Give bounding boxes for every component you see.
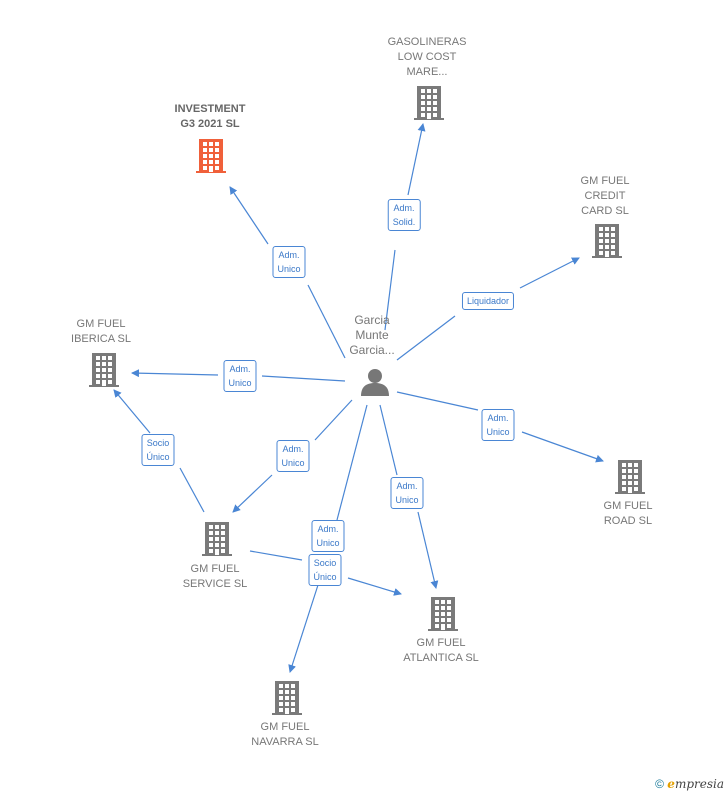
node-label-service[interactable]: GM FUEL SERVICE SL (182, 563, 248, 590)
edge-service-iberica-line (179, 467, 205, 513)
edge-investment-line (307, 284, 346, 359)
edge-service-arrow (232, 474, 273, 513)
person-icon[interactable] (360, 367, 390, 402)
edge-label-gasolineras: Adm. Solid. (387, 199, 421, 231)
edge-service-line (314, 399, 353, 441)
building-icon-navarra[interactable] (271, 680, 303, 721)
building-icon-investment[interactable] (195, 138, 227, 179)
edge-service-iberica-arrow (113, 389, 151, 434)
edge-label-atlantica: Adm. Unico (390, 477, 424, 509)
building-icon-service[interactable] (201, 521, 233, 562)
edge-label-service-iberica: Socio Único (141, 434, 175, 466)
edge-label-road: Adm. Unico (481, 409, 515, 441)
edge-atlantica-arrow (417, 511, 439, 589)
edge-label-investment: Adm. Unico (272, 246, 306, 278)
node-label-investment[interactable]: INVESTMENT G3 2021 SL (174, 103, 246, 130)
edge-road-line (396, 391, 479, 411)
brand-logo: empresia (667, 777, 724, 791)
node-label-navarra[interactable]: GM FUEL NAVARRA SL (251, 721, 319, 748)
node-label-road[interactable]: GM FUEL ROAD SL (603, 500, 653, 527)
building-icon-credit[interactable] (591, 223, 623, 264)
edge-label-service-atlantica: Socio Único (308, 554, 342, 586)
edge-navarra-line (336, 404, 368, 521)
edge-credit-line (396, 315, 456, 361)
center-person-name[interactable]: Garcia Munte Garcia... (349, 313, 395, 357)
building-icon-road[interactable] (614, 459, 646, 500)
building-icon-iberica[interactable] (88, 352, 120, 393)
edge-gasolineras-line (384, 249, 396, 331)
building-icon-atlantica[interactable] (427, 596, 459, 637)
edge-label-credit: Liquidador (461, 292, 515, 310)
edge-gasolineras-arrow (407, 123, 426, 196)
edge-iberica-arrow (131, 369, 219, 378)
edge-navarra-arrow (288, 584, 319, 673)
node-label-credit[interactable]: GM FUEL CREDIT CARD SL (580, 175, 630, 217)
edge-road-arrow (521, 431, 604, 463)
edge-investment-arrow (229, 186, 269, 245)
node-label-atlantica[interactable]: GM FUEL ATLANTICA SL (403, 637, 479, 664)
edge-credit-arrow (519, 257, 580, 289)
footer-brand: © empresia (655, 777, 724, 791)
copyright-symbol: © (655, 777, 664, 791)
edge-label-service: Adm. Unico (276, 440, 310, 472)
edge-iberica-line (261, 375, 346, 382)
node-label-iberica[interactable]: GM FUEL IBERICA SL (71, 318, 131, 345)
node-label-gasolineras[interactable]: GASOLINERAS LOW COST MARE... (387, 36, 467, 78)
edge-label-navarra: Adm. Unico (311, 520, 345, 552)
edge-service-atlantica-line (249, 550, 303, 561)
building-icon-gasolineras[interactable] (413, 85, 445, 126)
edge-label-iberica: Adm. Unico (223, 360, 257, 392)
edge-atlantica-line (379, 404, 398, 476)
edge-service-atlantica-arrow (347, 577, 402, 596)
